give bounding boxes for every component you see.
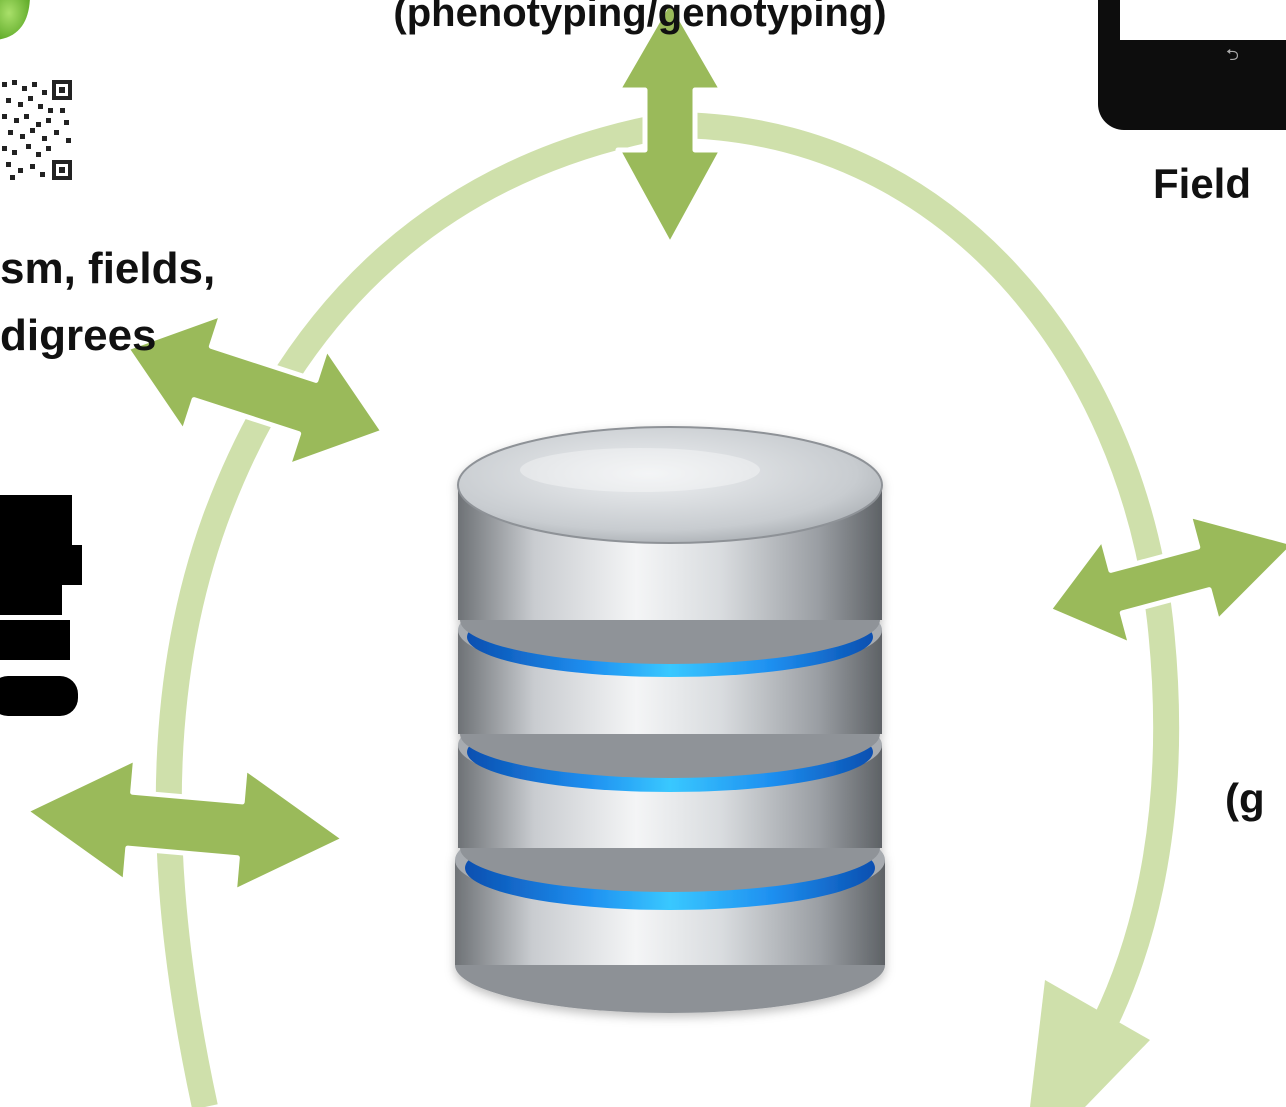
qr-code-icon: [0, 78, 74, 182]
label-left-line1: sm, fields,: [0, 244, 215, 293]
database-icon: [455, 426, 885, 1013]
label-top: (phenotyping/genotyping): [393, 0, 886, 35]
double-arrow-top-icon[interactable]: [615, 0, 725, 248]
cycle-arrowhead-icon: [1030, 980, 1150, 1107]
cycle-arc-right: [669, 112, 1180, 1067]
double-arrow-right-icon[interactable]: [1035, 491, 1286, 663]
tablet-device-icon: ⮌: [1098, 0, 1286, 130]
label-left-line2: digrees: [0, 311, 157, 360]
label-right-top: Field: [1153, 160, 1251, 207]
double-arrow-upper-left-icon[interactable]: [107, 289, 402, 490]
label-right-mid: (g: [1225, 775, 1265, 822]
cycle-arc-group: [155, 112, 1180, 1107]
double-arrow-lower-left-icon[interactable]: [20, 749, 350, 900]
cycle-arc-left: [155, 112, 673, 1107]
computer-icon: [0, 495, 82, 716]
svg-text:⮌: ⮌: [1226, 45, 1239, 64]
leaf-icon: [0, 0, 30, 40]
